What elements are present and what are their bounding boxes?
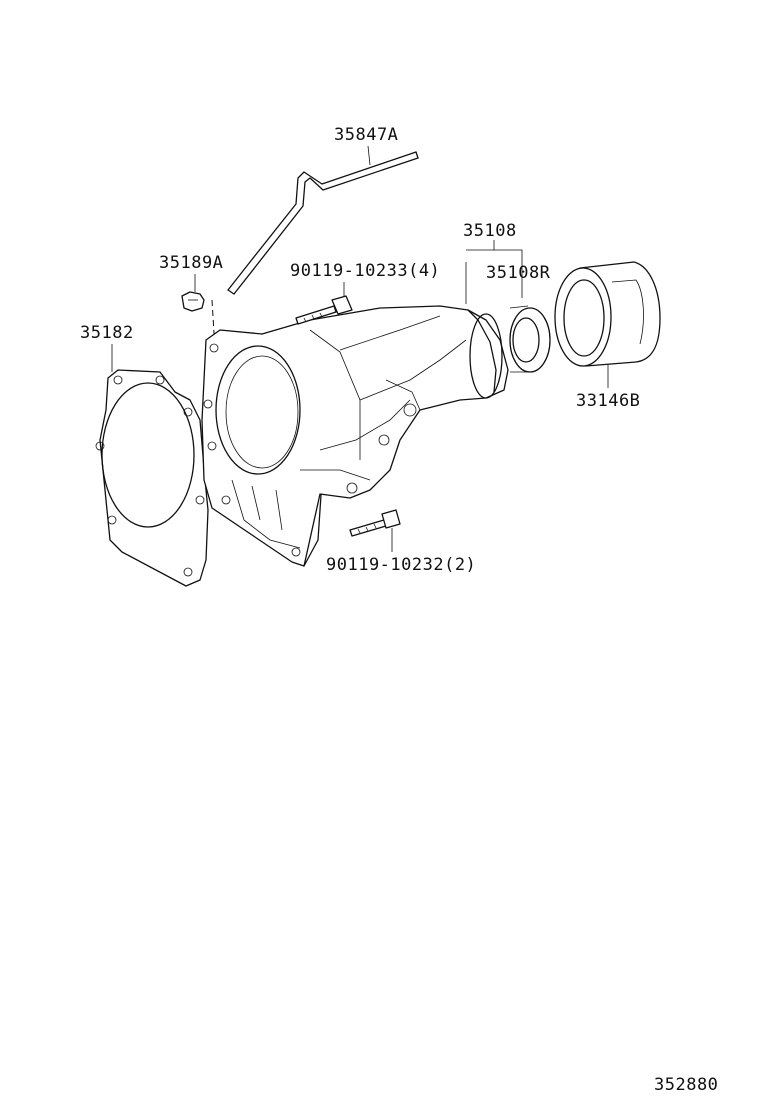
gasket-part[interactable]: [95, 369, 209, 587]
label-bolt-lower: 90119-10232(2): [326, 555, 476, 575]
label-35108R: 35108R: [486, 263, 551, 283]
bracket-35108: [466, 249, 523, 298]
breather-plug-part[interactable]: [181, 291, 205, 312]
label-35189A: 35189A: [159, 253, 223, 273]
label-35182: 35182: [80, 323, 134, 343]
label-35847A: 35847A: [334, 125, 398, 145]
breather-tube-part[interactable]: [227, 151, 419, 295]
diagram-number: 352880: [654, 1075, 718, 1095]
label-33146B: 33146B: [576, 391, 640, 411]
extension-housing-part[interactable]: [201, 305, 509, 567]
bolt-lower-part[interactable]: [349, 509, 401, 537]
dust-cover-part[interactable]: [554, 261, 661, 367]
bolt-upper-part[interactable]: [295, 295, 353, 325]
leader-35847A: [367, 145, 371, 166]
label-bolt-upper: 90119-10233(4): [290, 261, 440, 281]
label-35108: 35108: [463, 221, 517, 241]
oil-seal-part[interactable]: [509, 305, 551, 373]
